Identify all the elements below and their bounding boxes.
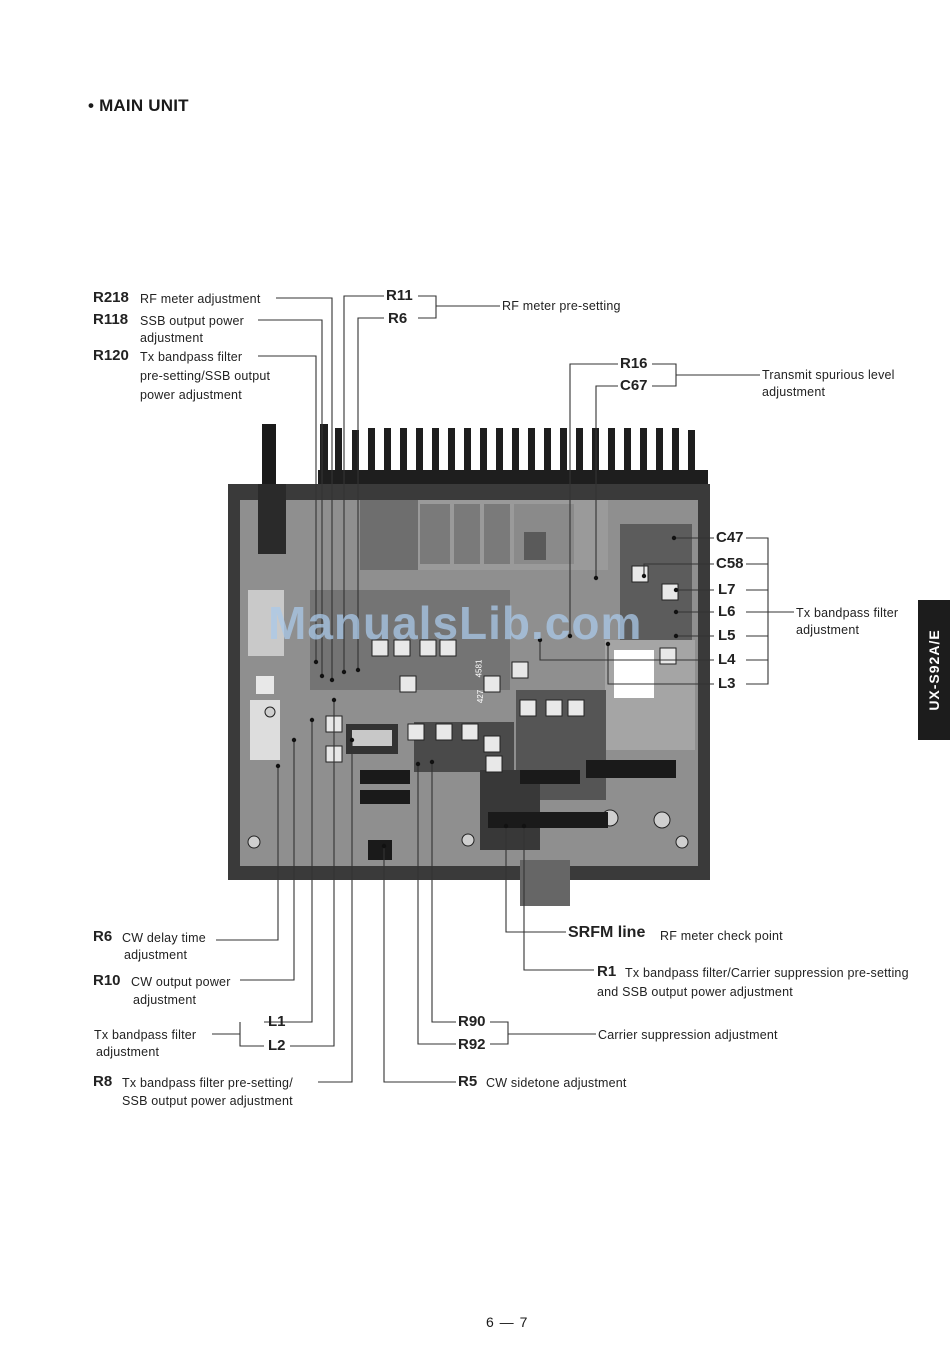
callout-r90-ref: R90 [458, 1013, 486, 1030]
callout-rf-meter-presetting: RF meter pre-setting [502, 299, 621, 313]
callout-c47-ref: C47 [716, 529, 744, 546]
callout-r218-ref: R218 [93, 289, 129, 306]
callout-srfm-ref: SRFM line [568, 924, 646, 941]
callout-l3-ref: L3 [718, 675, 736, 692]
callout-tx-bpf-left-desc2: adjustment [96, 1045, 160, 1059]
callout-l2-ref: L2 [268, 1037, 286, 1054]
watermark: ManualsLib.com [268, 597, 643, 649]
callout-r118-ref: R118 [93, 311, 129, 328]
callout-c58-ref: C58 [716, 555, 744, 572]
callout-l7-ref: L7 [718, 581, 736, 598]
callout-r11-ref: R11 [386, 287, 413, 304]
callout-r8-ref: R8 [93, 1073, 113, 1090]
callout-r5-ref: R5 [458, 1073, 478, 1090]
callout-c67-ref: C67 [620, 377, 648, 394]
callout-r10-ref: R10 [93, 972, 121, 989]
callout-transmit-spurious-desc1: Transmit spurious level [762, 368, 895, 382]
callout-r10-desc1: CW output power [131, 975, 231, 989]
callout-r16-ref: R16 [620, 355, 648, 372]
callout-tx-bpf-right-desc1: Tx bandpass filter [796, 606, 899, 620]
callout-l5-ref: L5 [718, 627, 736, 644]
callout-r92-ref: R92 [458, 1036, 486, 1053]
callout-tx-bpf-right-desc2: adjustment [796, 623, 860, 637]
callout-r6-bottom-desc1: CW delay time [122, 931, 206, 945]
callout-r6-bottom-ref: R6 [93, 928, 113, 945]
callout-r6-top-ref: R6 [388, 310, 408, 327]
callout-r1-desc2: and SSB output power adjustment [597, 985, 793, 999]
callout-r118-desc2: adjustment [140, 331, 204, 345]
callout-r120-desc1: Tx bandpass filter [140, 350, 243, 364]
callout-r8-desc2: SSB output power adjustment [122, 1094, 293, 1108]
callout-l1-ref: L1 [268, 1013, 286, 1030]
callout-r5-desc: CW sidetone adjustment [486, 1076, 627, 1090]
callout-r120-desc3: power adjustment [140, 388, 242, 402]
callout-l4-ref: L4 [718, 651, 736, 668]
callout-transmit-spurious-desc2: adjustment [762, 385, 826, 399]
callout-r120-ref: R120 [93, 347, 129, 364]
page-number: 6 — 7 [486, 1314, 529, 1330]
leader-lines [212, 295, 794, 1083]
callout-tx-bpf-left-desc1: Tx bandpass filter [94, 1028, 197, 1042]
callout-r1-ref: R1 [597, 963, 617, 980]
callout-r118-desc1: SSB output power [140, 314, 244, 328]
callout-r10-desc2: adjustment [133, 993, 197, 1007]
side-tab: UX-S92A/E [918, 600, 950, 740]
callout-srfm-desc: RF meter check point [660, 929, 783, 943]
callout-r8-desc1: Tx bandpass filter pre-setting/ [122, 1076, 293, 1090]
chip-label-1: 4581 [474, 659, 484, 678]
callout-carrier-suppression: Carrier suppression adjustment [598, 1028, 778, 1042]
callout-r218-desc: RF meter adjustment [140, 292, 261, 306]
section-title: • MAIN UNIT [88, 96, 189, 115]
callout-l6-ref: L6 [718, 603, 736, 620]
callout-r1-desc1: Tx bandpass filter/Carrier suppression p… [625, 966, 909, 980]
callout-r120-desc2: pre-setting/SSB output [140, 369, 271, 383]
callout-r6-bottom-desc2: adjustment [124, 948, 188, 962]
chip-label-2: 427 [476, 689, 486, 704]
